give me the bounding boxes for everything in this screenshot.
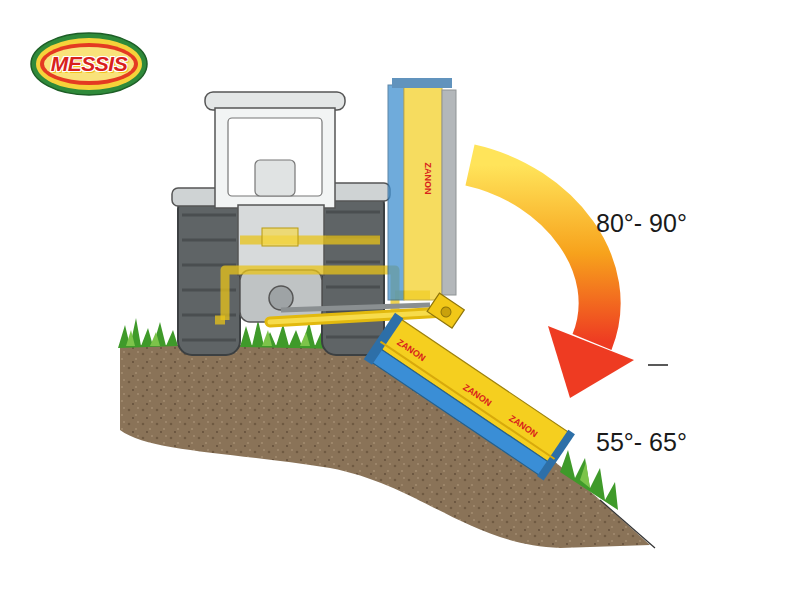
rotation-arrow bbox=[470, 165, 634, 398]
logo-text: MESSIS bbox=[51, 52, 127, 76]
angle-label: 80°- 90° bbox=[596, 211, 687, 236]
angle-label: 55°- 65° bbox=[596, 430, 687, 455]
hinge bbox=[427, 293, 464, 328]
brand-mark: ZANON bbox=[423, 162, 432, 194]
lowered-mower bbox=[364, 313, 575, 481]
raised-mower bbox=[388, 78, 456, 300]
slope-line bbox=[600, 500, 655, 548]
logo-badge: MESSIS bbox=[30, 32, 148, 96]
tick-mark bbox=[648, 364, 668, 366]
